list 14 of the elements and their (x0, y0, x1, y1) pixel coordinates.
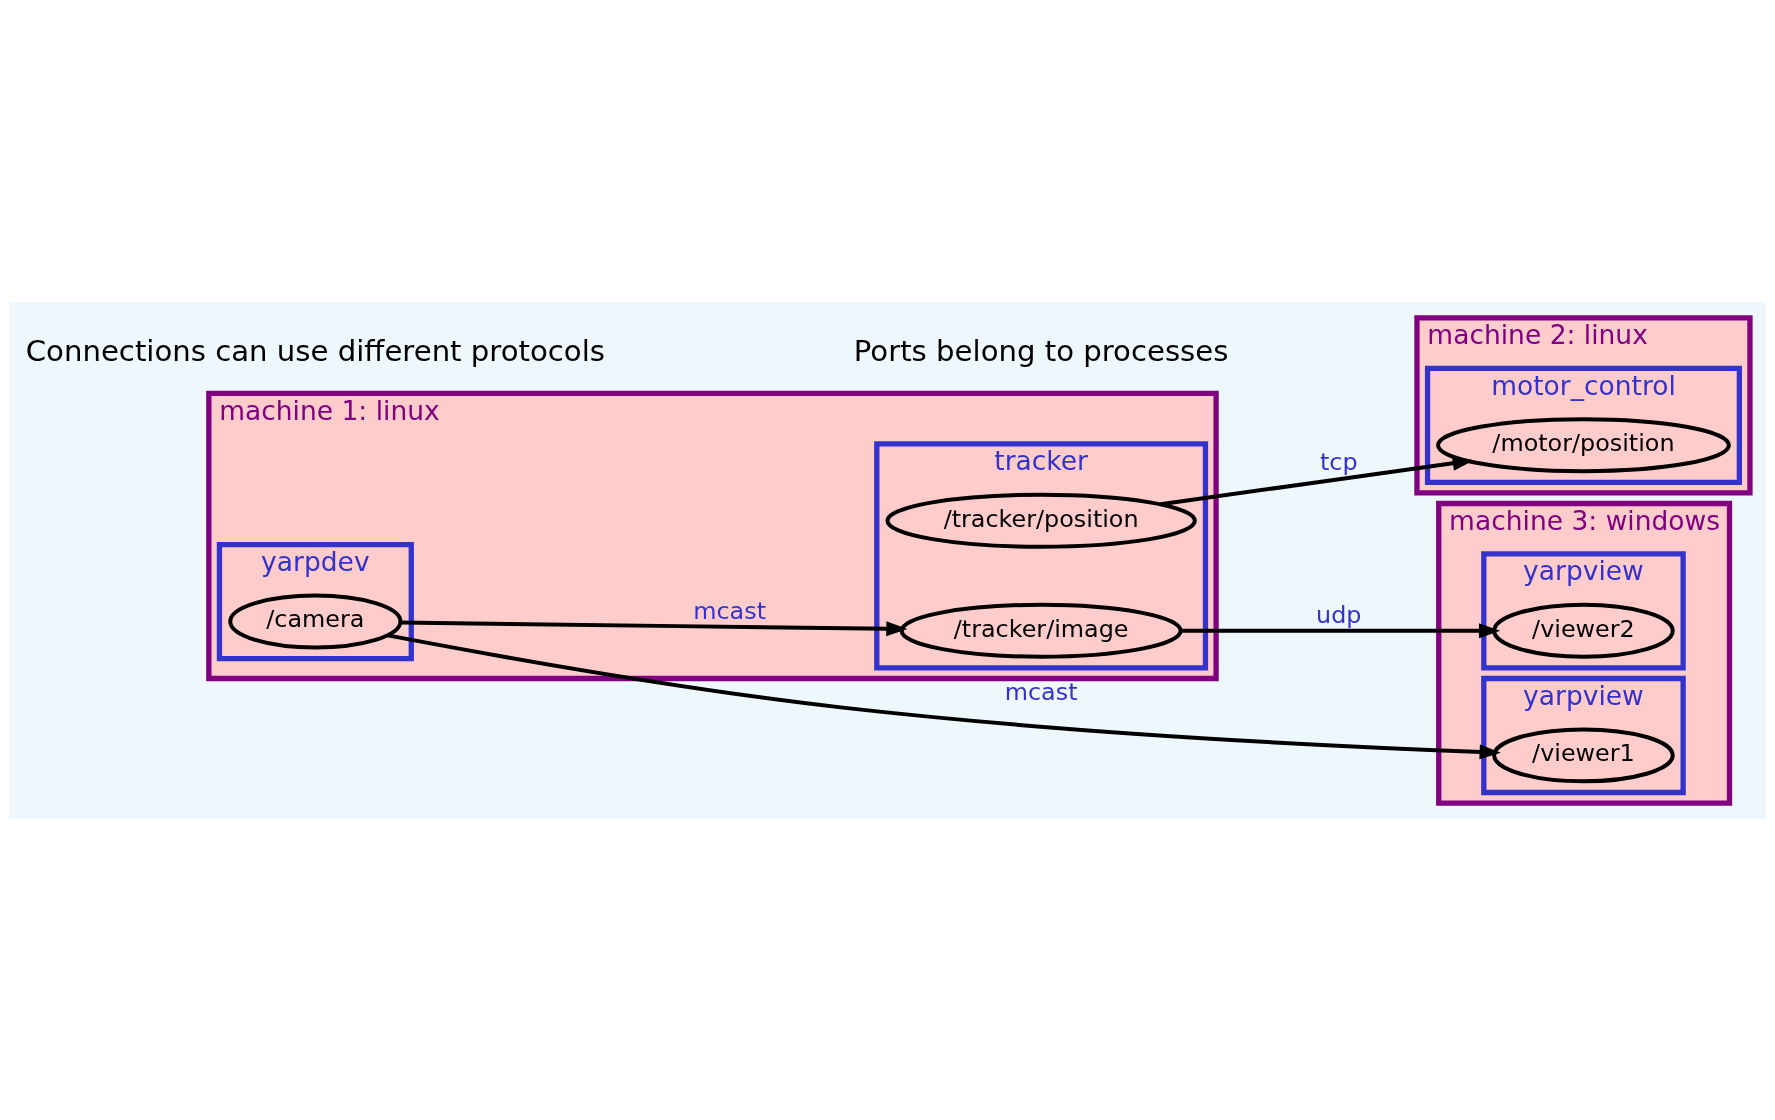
arrow (1160, 455, 1474, 506)
arrow (387, 632, 1501, 759)
node-ellipse: /tracker/image (899, 602, 1183, 659)
edge-label: tcp (1319, 447, 1358, 476)
edge-label: mcast (693, 596, 767, 625)
arrow (1181, 622, 1501, 638)
arrow (400, 620, 908, 636)
node-ellipse: /camera (228, 593, 403, 649)
node-ellipse: /viewer1 (1492, 726, 1675, 783)
node-ellipse: /tracker/position (885, 492, 1197, 549)
label: Ports belong to processes (853, 333, 1229, 368)
node-ellipse: /viewer2 (1492, 602, 1675, 659)
label: Connections can use different protocols (25, 333, 605, 368)
edge-label: udp (1316, 600, 1362, 629)
